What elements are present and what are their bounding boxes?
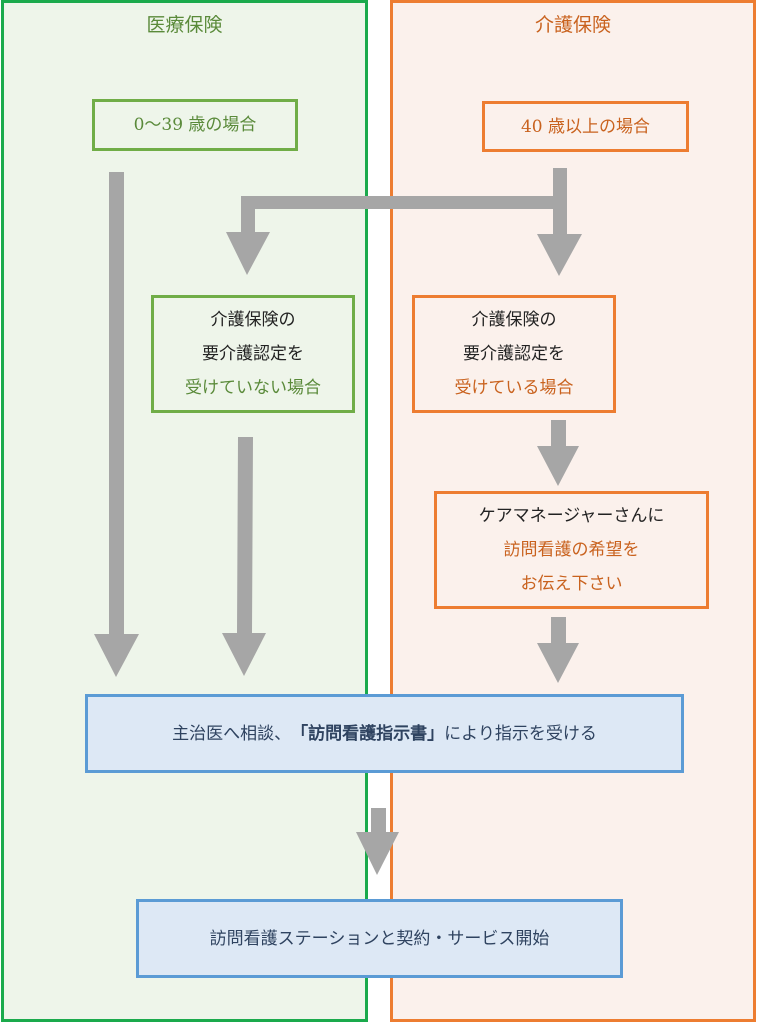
certified-line2: 要介護認定を	[463, 344, 565, 364]
certified-line1: 介護保険の	[471, 310, 557, 330]
care-insurance-title: 介護保険	[534, 14, 611, 36]
not-certified-line3: 受けていない場合	[185, 378, 321, 398]
doctor-prefix: 主治医へ相談、	[172, 723, 292, 744]
medical-insurance-panel	[1, 0, 368, 1022]
certified-line3: 受けている場合	[454, 378, 574, 398]
doctor-consult-box: 主治医へ相談、「訪問看護指示書」により指示を受ける	[85, 694, 684, 773]
care-manager-line1: ケアマネージャーさんに	[478, 506, 665, 526]
care-manager-line3: お伝え下さい	[520, 574, 623, 594]
certified-box: 介護保険の 要介護認定を 受けている場合	[412, 295, 616, 413]
care-manager-line2: 訪問看護の希望を	[503, 540, 640, 560]
not-certified-box: 介護保険の 要介護認定を 受けていない場合	[151, 295, 355, 413]
age-40-plus-label: 40 歳以上の場合	[520, 116, 651, 137]
arrow-doctor-to-contract	[356, 808, 399, 875]
arrow-age-under-40-to-doctor	[94, 172, 139, 677]
doctor-emphasis: 「訪問看護指示書」	[291, 723, 445, 744]
age-40-plus-box: 40 歳以上の場合	[482, 101, 689, 152]
not-certified-line2: 要介護認定を	[202, 344, 304, 364]
not-certified-line1: 介護保険の	[210, 310, 296, 330]
care-manager-box: ケアマネージャーさんに 訪問看護の希望を お伝え下さい	[434, 491, 709, 609]
medical-insurance-title: 医療保険	[146, 14, 223, 36]
arrow-certified-to-care-manager	[537, 420, 579, 486]
contract-box: 訪問看護ステーションと契約・サービス開始	[136, 899, 623, 978]
doctor-suffix: により指示を受ける	[444, 723, 597, 744]
age-under-40-box: 0〜39 歳の場合	[92, 99, 298, 151]
contract-label: 訪問看護ステーションと契約・サービス開始	[209, 928, 550, 949]
care-insurance-panel	[390, 0, 756, 1022]
arrow-age-40-split	[226, 168, 582, 276]
arrow-not-certified-to-doctor	[222, 437, 266, 676]
age-under-40-label: 0〜39 歳の場合	[133, 115, 257, 135]
arrow-care-manager-to-doctor	[537, 617, 579, 683]
